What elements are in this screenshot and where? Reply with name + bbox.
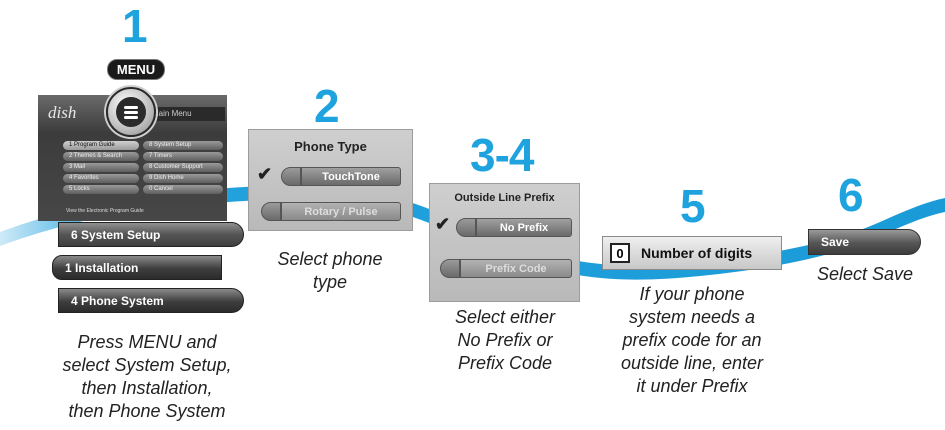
step-2-caption: Select phone type (277, 249, 383, 292)
system-setup-button[interactable]: 6 System Setup (58, 222, 244, 247)
outside-line-prefix-panel: Outside Line Prefix ✔ No Prefix Prefix C… (429, 183, 580, 302)
option-cap (261, 202, 281, 221)
phone-type-title: Phone Type (294, 139, 367, 154)
step-1-caption: Press MENU and select System Setup, then… (62, 332, 232, 421)
step-5-caption: If your phone system needs a prefix code… (620, 284, 764, 396)
menu-item[interactable]: 4 Favorites (63, 174, 139, 183)
step-number-2: 2 (314, 80, 340, 132)
save-button[interactable]: Save (808, 229, 921, 255)
menu-lines-icon (116, 97, 146, 127)
menu-item[interactable]: 9 Dish Home (143, 174, 223, 183)
prefix-code-option[interactable]: Prefix Code (460, 259, 572, 278)
step-number-3-4: 3-4 (470, 129, 534, 181)
menu-item[interactable]: 1 Program Guide (63, 141, 139, 150)
option-cap (440, 259, 460, 278)
digits-value-box[interactable]: 0 (610, 243, 630, 263)
outside-line-prefix-title: Outside Line Prefix (454, 192, 555, 204)
dish-logo: dish (48, 103, 77, 122)
step-3-4-caption: Select either No Prefix or Prefix Code (454, 307, 556, 373)
menu-item[interactable]: 5 Locks (63, 185, 139, 194)
phone-type-panel: Phone Type ✔ TouchTone Rotary / Pulse (248, 129, 413, 231)
step-number-6: 6 (838, 169, 864, 221)
touchtone-option[interactable]: TouchTone (301, 167, 401, 186)
step-6-caption: Select Save (816, 264, 914, 284)
number-of-digits-field[interactable]: 0 Number of digits (602, 236, 782, 270)
menu-item[interactable]: 3 Mail (63, 163, 139, 172)
menu-button-badge[interactable]: MENU (107, 59, 165, 80)
menu-item[interactable]: 0 Cancel (143, 185, 223, 194)
menu-item[interactable]: 8 Customer Support (143, 163, 223, 172)
menu-item[interactable]: 7 Timers (143, 152, 223, 161)
installation-button[interactable]: 1 Installation (52, 255, 222, 280)
main-menu-screen: dish Main Menu 1 Program Guide 8 System … (38, 95, 227, 221)
checkmark-icon: ✔ (257, 164, 273, 184)
menu-hint: View the Electronic Program Guide (66, 208, 144, 214)
option-cap (281, 167, 301, 186)
checkmark-icon: ✔ (435, 214, 451, 234)
menu-item[interactable]: 8 System Setup (143, 141, 223, 150)
no-prefix-option[interactable]: No Prefix (476, 218, 572, 237)
menu-item[interactable]: 2 Themes & Search (63, 152, 139, 161)
step-number-5: 5 (680, 180, 706, 232)
main-menu-grid: 1 Program Guide 8 System Setup 2 Themes … (63, 141, 227, 194)
remote-menu-button[interactable] (106, 87, 156, 137)
rotary-pulse-option[interactable]: Rotary / Pulse (281, 202, 401, 221)
phone-system-button[interactable]: 4 Phone System (58, 288, 244, 313)
option-cap (456, 218, 476, 237)
step-number-1: 1 (122, 0, 148, 52)
digits-label: Number of digits (641, 245, 753, 261)
